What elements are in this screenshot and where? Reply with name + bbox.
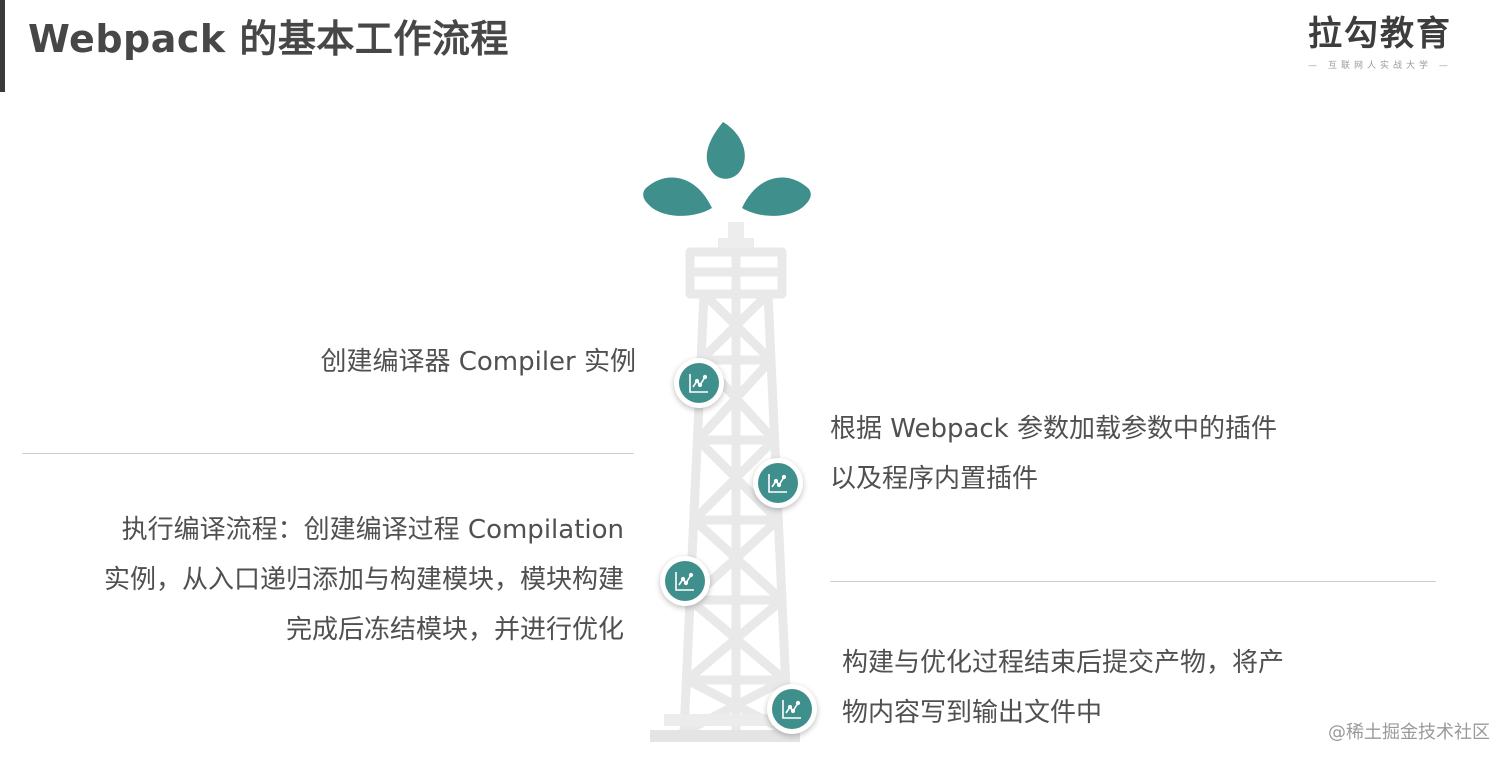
step-4-line-1: 构建与优化过程结束后提交产物，将产 xyxy=(842,648,1285,678)
step-4-text: 构建与优化过程结束后提交产物，将产 物内容写到输出文件中 xyxy=(842,638,1284,738)
step-node-1 xyxy=(674,358,724,408)
drops-graphic xyxy=(643,122,811,216)
chart-icon xyxy=(675,572,694,591)
step-2-line-1: 根据 Webpack 参数加载参数中的插件 xyxy=(830,414,1278,444)
page-title: Webpack 的基本工作流程 xyxy=(28,17,509,61)
step-node-2 xyxy=(753,458,803,508)
title-accent-bar xyxy=(0,0,5,92)
step-node-4 xyxy=(767,684,817,734)
step-node-3 xyxy=(660,556,710,606)
chart-icon xyxy=(782,700,801,719)
step-3-line-1: 执行编译流程：创建编译过程 Compilation xyxy=(121,515,624,545)
chart-icon xyxy=(689,374,708,393)
step-2-text: 根据 Webpack 参数加载参数中的插件 以及程序内置插件 xyxy=(830,404,1277,504)
step-3-line-3: 完成后冻结模块，并进行优化 xyxy=(285,615,624,645)
left-divider xyxy=(22,453,634,454)
step-2-line-2: 以及程序内置插件 xyxy=(830,464,1039,494)
step-4-line-2: 物内容写到输出文件中 xyxy=(842,698,1103,728)
step-3-line-2: 实例，从入口递归添加与构建模块，模块构建 xyxy=(103,565,624,595)
watermark: @稀土掘金技术社区 xyxy=(1328,722,1490,743)
logo-slogan: — 互联网人实战大学 — xyxy=(1308,61,1452,71)
right-divider xyxy=(830,581,1436,582)
step-3-text: 执行编译流程：创建编译过程 Compilation 实例，从入口递归添加与构建模… xyxy=(104,505,624,655)
step-1-text: 创建编译器 Compiler 实例 xyxy=(320,337,636,387)
logo-name: 拉勾教育 xyxy=(1308,14,1452,54)
brand-logo: 拉勾教育 — 互联网人实战大学 — xyxy=(1300,12,1460,71)
chart-icon xyxy=(768,474,787,493)
step-1-line-1: 创建编译器 Compiler 实例 xyxy=(320,347,636,377)
tower-base xyxy=(650,730,800,742)
oil-tower-icon xyxy=(643,122,811,742)
